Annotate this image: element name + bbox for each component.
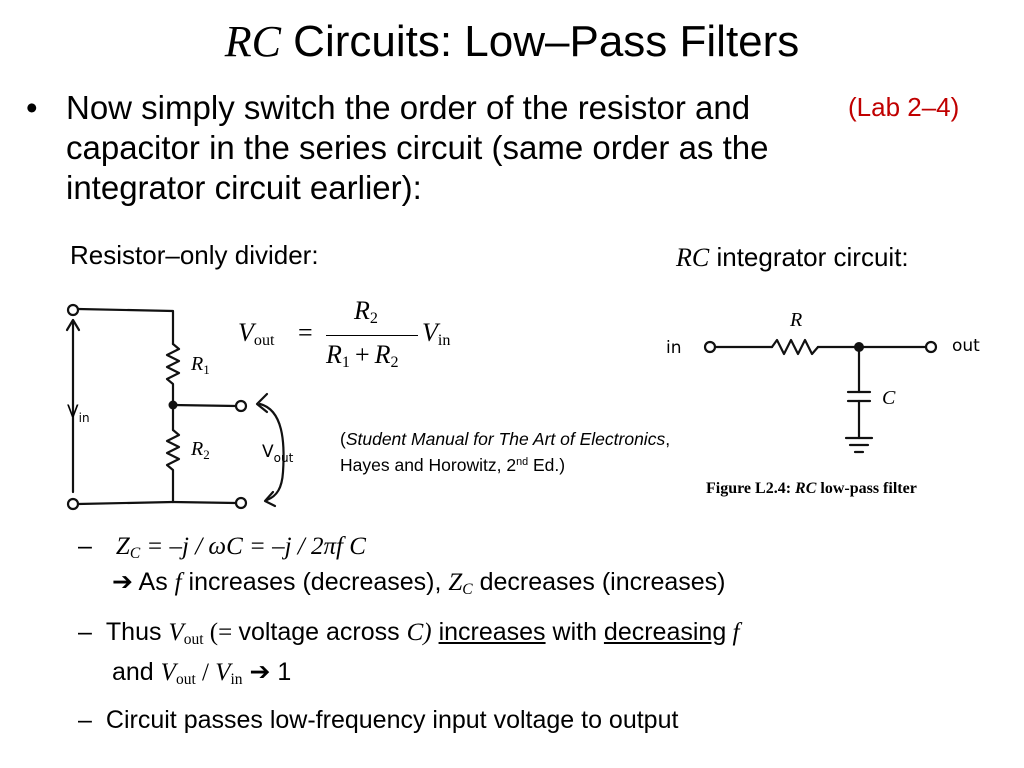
vin-label: Vin [67, 402, 90, 425]
out-label: out [952, 336, 980, 356]
out-top-terminal [234, 399, 248, 413]
fraction-bar [326, 335, 418, 336]
r2-resistor [165, 428, 181, 504]
title-rc: RC [224, 17, 281, 66]
divider-junction [168, 400, 178, 410]
sub-bullet-frequency-effect: ➔ As f increases (decreases), ZC decreas… [112, 568, 726, 598]
in-label: in [666, 338, 682, 358]
bullet-text: Now simply switch the order of the resis… [66, 89, 769, 206]
c-label: C [882, 387, 896, 409]
out-terminal [924, 340, 938, 354]
slide-title: RC Circuits: Low–Pass Filters [0, 14, 1024, 70]
sub-bullet-conclusion: –Circuit passes low-frequency input volt… [78, 706, 679, 734]
sub-bullet-ratio: and Vout / Vin ➔ 1 [112, 658, 292, 688]
r1-label: R1 [190, 353, 210, 377]
sub-bullet-impedance: –ZC = –j / ωC = –j / 2πf C [78, 532, 366, 562]
bullet-marker: • [26, 89, 38, 126]
divider-formula: Vout = R2 R1+R2 Vin [234, 296, 474, 390]
vout-label: Vout [262, 442, 294, 465]
sub-bullet-vout: –Thus Vout (= voltage across C) increase… [78, 618, 740, 648]
figure-caption: Figure L2.4: RC low-pass filter [706, 480, 917, 497]
in-terminal [703, 340, 717, 354]
divider-label: Resistor–only divider: [70, 240, 319, 270]
formula-denominator: R1+R2 [326, 340, 399, 372]
integrator-label-text: integrator circuit: [709, 242, 909, 272]
citation-book: Student Manual for The Art of Electronic… [345, 429, 666, 449]
underlined-decreasing: decreasing [603, 618, 727, 646]
lab-reference: (Lab 2–4) [848, 92, 960, 122]
formula-numerator: R2 [354, 296, 378, 328]
divider-circuit: R1 R2 Vin Vout [65, 303, 294, 511]
integrator-label: RC integrator circuit: [676, 242, 909, 273]
formula-vin: Vin [422, 318, 451, 350]
integrator-label-rc: RC [676, 243, 710, 272]
r-label: R [789, 309, 802, 331]
vout-arrow [258, 402, 285, 502]
underlined-increases: increases [438, 618, 546, 646]
out-bottom-terminal [234, 496, 248, 510]
integrator-circuit: in out R C Figure L2.4: RC low-pass filt… [666, 309, 980, 497]
formula-equals: = [298, 318, 313, 347]
top-terminal [66, 303, 80, 317]
r-resistor [770, 338, 820, 356]
citation: (Student Manual for The Art of Electroni… [340, 429, 671, 475]
r1-resistor [165, 342, 181, 406]
title-text: Circuits: Low–Pass Filters [280, 17, 800, 66]
integrator-junction [854, 342, 864, 352]
formula-vout: Vout [238, 318, 275, 350]
bottom-terminal [66, 497, 80, 511]
r2-label: R2 [190, 438, 210, 462]
